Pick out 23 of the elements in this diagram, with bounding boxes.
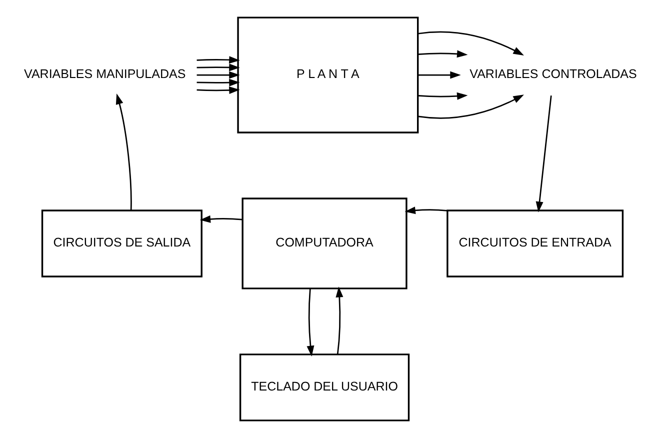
arrow <box>418 70 461 78</box>
arrow <box>196 56 240 64</box>
arrow <box>418 30 524 55</box>
node-box: P L A N T A <box>237 16 419 133</box>
node-box: COMPUTADORA <box>242 197 408 289</box>
arrow <box>336 286 344 354</box>
arrow <box>116 93 132 210</box>
node-box: CIRCUITOS DE ENTRADA <box>446 209 624 277</box>
arrow <box>196 70 240 78</box>
node-box: CIRCUITOS DE SALIDA <box>41 209 202 277</box>
arrow <box>418 94 524 118</box>
arrow <box>404 206 448 214</box>
node-text: VARIABLES MANIPULADAS <box>24 66 186 81</box>
arrow <box>536 94 552 212</box>
arrow <box>196 78 240 86</box>
arrow <box>196 63 240 71</box>
node-box: TECLADO DEL USUARIO <box>239 353 410 421</box>
node-text: VARIABLES CONTROLADAS <box>470 66 637 81</box>
arrow <box>418 92 468 100</box>
arrow <box>200 214 242 222</box>
arrow <box>418 50 468 58</box>
arrow <box>306 288 314 356</box>
arrow <box>196 86 240 94</box>
